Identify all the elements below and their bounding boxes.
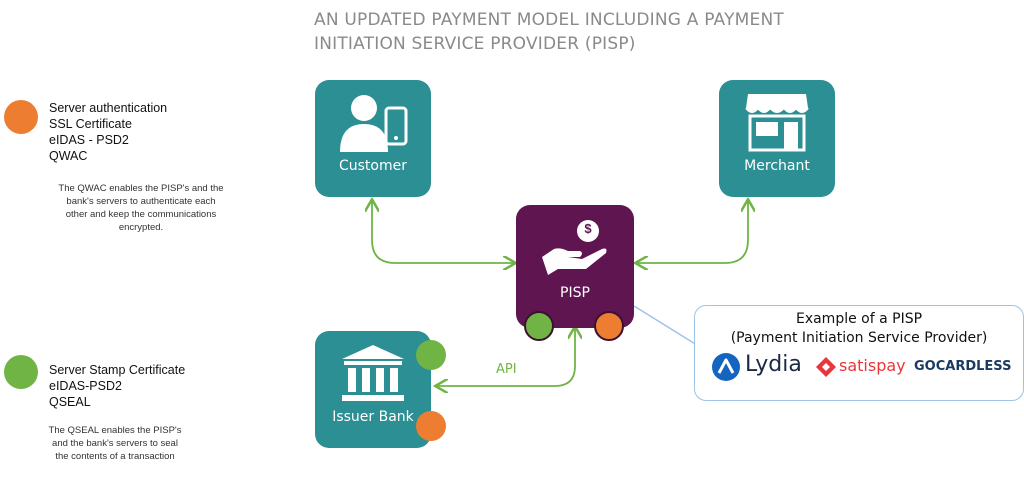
callout-title: Example of a PISP [795,311,923,327]
description-line: bank's servers to authenticate each [66,196,216,207]
bank-pisp-connector [437,328,575,386]
callout-pointer [633,305,706,351]
legend-qseal-text: Server Stamp Certificate eIDAS-PSD2 QSEA… [49,362,185,410]
legend-qseal-description: The QSEAL enables the PISP's and the ban… [20,424,210,463]
description-line: The QWAC enables the PISP's and the [58,183,224,194]
legend-qwac-dot [4,100,38,134]
customer-phone-icon [340,95,408,152]
legend-qseal-line: eIDAS-PSD2 [49,379,122,393]
pisp-label: PISP [560,285,590,301]
bank-qwac-dot [416,411,446,441]
pisp-qwac-dot [594,311,624,341]
legend-qwac-line: SSL Certificate [49,117,132,131]
description-line: other and keep the communications [65,209,217,220]
legend-qwac-line: Server authentication [49,101,168,115]
title-line-1: AN UPDATED PAYMENT MODEL INCLUDING A PAY… [314,10,784,30]
customer-node: Customer [315,80,431,197]
legend-qseal-line: Server Stamp Certificate [49,363,186,377]
legend-qwac-description: The QWAC enables the PISP's and the bank… [34,182,248,234]
issuer-bank-label: Issuer Bank [332,409,414,425]
lydia-logo-text: Lydia [745,352,802,377]
satispay-logo-text: satispay [839,356,906,375]
customer-pisp-connector [372,201,514,263]
storefront-icon [745,94,809,152]
description-line: The QSEAL enables the PISP's [48,425,182,436]
callout-subtitle: (Payment Initiation Service Provider) [730,330,988,346]
legend-qwac-text: Server authentication SSL Certificate eI… [49,100,167,164]
merchant-node: Merchant [719,80,835,197]
pisp-node: $ PISP [516,205,634,328]
api-label: API [496,362,517,377]
legend-qwac-line: eIDAS - PSD2 [49,133,129,147]
hand-coin-icon [542,220,607,275]
gocardless-logo-icon: GOCARDLESS [914,359,1012,374]
diagram-title: AN UPDATED PAYMENT MODEL INCLUDING A PAY… [314,8,834,56]
title-line-2: INITIATION SERVICE PROVIDER (PISP) [314,34,636,54]
pisp-example-callout: Example of a PISP (Payment Initiation Se… [694,305,1024,401]
description-line: encrypted. [118,222,164,233]
coin-symbol: $ [584,221,592,236]
lydia-logo-icon [712,353,740,381]
description-line: and the bank's servers to seal [52,438,178,449]
pisp-qseal-dot [524,311,554,341]
legend-qwac-line: QWAC [49,149,88,163]
issuer-bank-node: Issuer Bank [315,331,431,448]
bank-icon [342,345,404,401]
bank-qseal-dot [416,340,446,370]
description-line: the contents of a transaction [55,451,175,462]
merchant-pisp-connector [637,201,748,263]
satispay-logo-icon [816,357,836,377]
legend-qseal-dot [4,355,38,389]
legend-qseal-line: QSEAL [49,395,91,409]
customer-label: Customer [338,158,407,174]
merchant-label: Merchant [744,158,810,174]
